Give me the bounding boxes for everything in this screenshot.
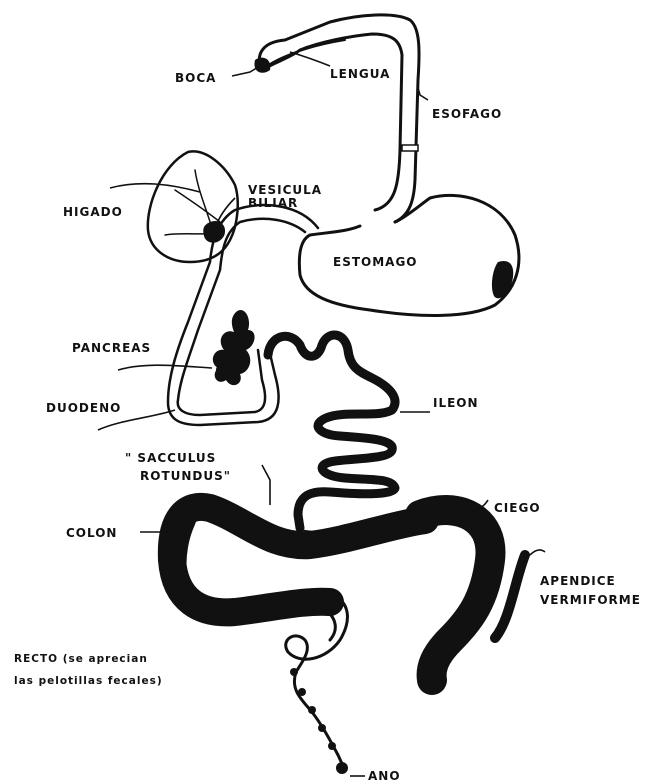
label-ano: ANO (368, 769, 401, 783)
label-apendice-1: APENDICE (540, 574, 616, 588)
label-esofago: ESOFAGO (432, 107, 502, 121)
label-pancreas: PANCREAS (72, 341, 151, 355)
label-ciego: CIEGO (494, 501, 541, 515)
pancreas (213, 310, 255, 385)
label-duodeno: DUODENO (46, 401, 121, 415)
label-colon: COLON (66, 526, 117, 540)
label-recto-1: RECTO (se aprecian (14, 653, 148, 665)
label-ileon: ILEON (433, 396, 479, 410)
label-apendice-2: VERMIFORME (540, 593, 641, 607)
small-intestine (268, 335, 395, 528)
label-higado: HIGADO (63, 205, 123, 219)
label-sacculus-2: ROTUNDUS" (140, 469, 231, 483)
label-recto-2: las pelotillas fecales) (14, 675, 163, 687)
rectum (286, 595, 348, 774)
leader-lines (98, 52, 545, 776)
label-lengua: LENGUA (330, 67, 390, 81)
label-vesicula-2: BILIAR (248, 196, 298, 210)
label-vesicula-1: VESICULA (248, 183, 322, 197)
large-intestine (172, 507, 491, 680)
label-sacculus-1: " SACCULUS (125, 451, 216, 465)
label-boca: BOCA (175, 71, 216, 85)
label-estomago: ESTOMAGO (333, 255, 418, 269)
